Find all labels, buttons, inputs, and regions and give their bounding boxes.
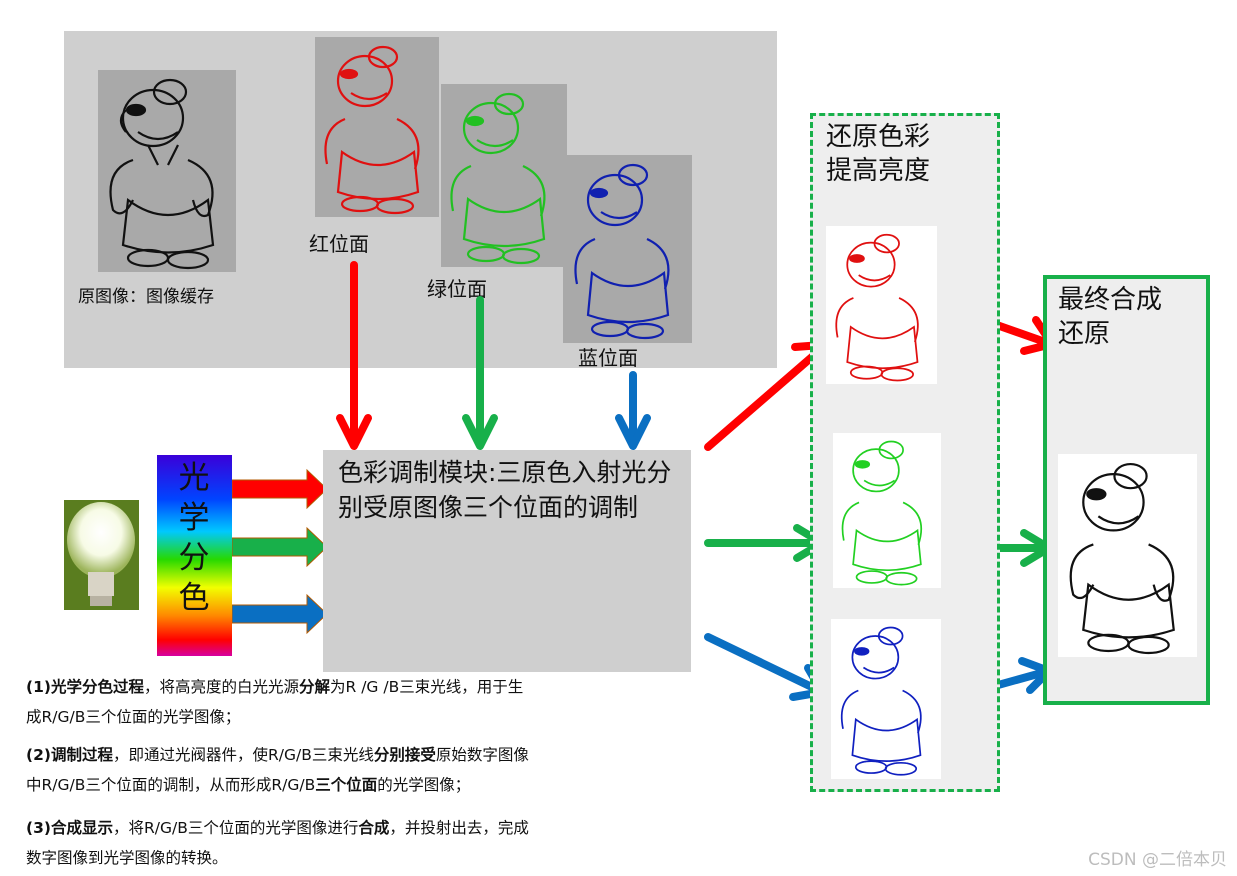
prism-char-1: 光 <box>178 460 210 496</box>
blue-plane-label: 蓝位面 <box>578 346 638 370</box>
spectrum-prism <box>157 455 232 656</box>
cartoon-figure-blue <box>574 163 670 340</box>
p1-title: 光学分色过程 <box>50 678 144 696</box>
blue-beam-arrow <box>232 593 328 635</box>
prism-char-4: 色 <box>178 580 210 616</box>
p3-line2: 数字图像到光学图像的转换。 <box>26 849 228 867</box>
description-p3: (3)合成显示，将R/G/B三个位面的光学图像进行合成，并投射出去，完成 数字图… <box>26 813 636 873</box>
blue-down-arrow <box>615 371 651 450</box>
module-description: 色彩调制模块:三原色入射光分别受原图像三个位面的调制 <box>338 458 672 522</box>
p3-text-a: ，将R/G/B三个位面的光学图像进行 <box>112 819 359 837</box>
restore-title-line1: 还原色彩 <box>826 122 931 152</box>
light-bulb-icon <box>67 502 135 606</box>
blue-output-arrow <box>704 633 826 701</box>
original-image-label: 原图像：图像缓存 <box>78 287 214 307</box>
green-output-arrow <box>704 524 826 562</box>
p3-title: 合成显示 <box>50 819 113 837</box>
prism-char-3: 分 <box>178 540 210 576</box>
p1-text-a: ，将高亮度的白光光源 <box>143 678 299 696</box>
description-p2: (2)调制过程，即通过光阀器件，使R/G/B三束光线分别接受原始数字图像 中R/… <box>26 740 636 800</box>
p2-text-a: ，即通过光阀器件，使R/G/B三束光线 <box>112 746 374 764</box>
prism-char-2: 学 <box>178 500 210 536</box>
green-plane-image <box>441 84 567 267</box>
p1-bold: 分解 <box>298 678 330 696</box>
p2-text-c: 原始数字图像 <box>435 746 529 764</box>
final-title-line1: 最终合成 <box>1058 285 1163 315</box>
green-plane-label: 绿位面 <box>427 277 487 301</box>
red-beam-arrow <box>232 468 328 510</box>
red-output-arrow <box>704 341 826 451</box>
p2-line2-bold: 三个位面 <box>315 776 378 794</box>
p2-num: (2) <box>26 746 51 764</box>
cartoon-figure-black <box>1069 462 1175 655</box>
green-beam-arrow <box>232 526 328 568</box>
restore-title-line2: 提高亮度 <box>826 156 931 186</box>
restored-green-image <box>833 433 941 588</box>
red-plane-label: 红位面 <box>309 232 369 256</box>
p3-text-c: ，并投射出去，完成 <box>389 819 529 837</box>
restore-box-title: 还原色彩 提高亮度 <box>826 120 930 188</box>
color-modulation-module <box>323 450 691 672</box>
p2-bold: 分别接受 <box>373 746 436 764</box>
cartoon-figure-gray <box>109 78 215 270</box>
final-composite-image <box>1058 454 1197 657</box>
cartoon-figure-green <box>450 92 546 265</box>
blue-plane-image <box>563 155 692 343</box>
prism-beam-arrows <box>232 468 328 635</box>
p3-num: (3) <box>26 819 51 837</box>
p2-line2b: 的光学图像； <box>377 776 471 794</box>
cartoon-figure-blue-restored <box>840 626 922 776</box>
p2-title: 调制过程 <box>50 746 113 764</box>
cartoon-figure-red-restored <box>835 233 919 382</box>
cartoon-figure-red <box>324 45 420 215</box>
p1-num: (1) <box>26 678 51 696</box>
restored-blue-image <box>831 619 941 779</box>
p3-bold: 合成 <box>358 819 390 837</box>
red-plane-image <box>315 37 439 217</box>
green-down-arrow <box>462 296 498 450</box>
description-p1: (1)光学分色过程，将高亮度的白光光源分解为R /G /B三束光线，用于生 成R… <box>26 672 636 732</box>
prism-label: 光 学 分 色 <box>160 458 228 618</box>
p1-text-c: 为R /G /B三束光线，用于生 <box>330 678 524 696</box>
p1-line2: 成R/G/B三个位面的光学图像； <box>26 708 241 726</box>
red-down-arrow <box>336 261 372 450</box>
p2-line2a: 中R/G/B三个位面的调制，从而形成R/G/B <box>26 776 316 794</box>
cartoon-figure-green-restored <box>841 440 923 586</box>
final-box-title: 最终合成 还原 <box>1058 283 1162 351</box>
original-image <box>98 70 236 272</box>
restored-red-image <box>826 226 937 384</box>
watermark: CSDN @二倍本贝 <box>1088 850 1227 870</box>
light-bulb <box>64 500 139 610</box>
final-title-line2: 还原 <box>1058 319 1111 349</box>
